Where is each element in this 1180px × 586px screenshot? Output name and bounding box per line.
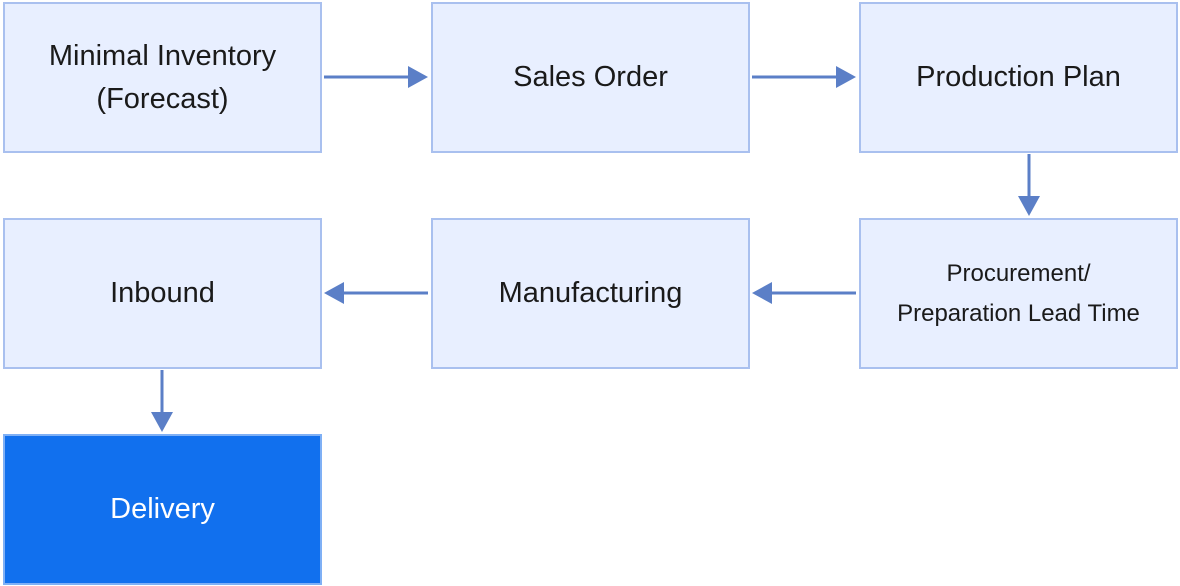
node-minimal-inventory-label: Minimal Inventory (Forecast) — [48, 39, 277, 115]
node-sales-order-label: Sales Order — [513, 61, 668, 93]
edge-sales-order-to-production-plan — [752, 66, 856, 88]
node-delivery: Delivery — [3, 434, 322, 585]
node-procurement: Procurement/ Preparation Lead Time — [859, 218, 1178, 369]
node-inbound: Inbound — [3, 218, 322, 369]
edge-manufacturing-to-inbound — [324, 282, 428, 304]
edge-minimal-inventory-to-sales-order — [324, 66, 428, 88]
edge-procurement-to-manufacturing — [752, 282, 856, 304]
node-inbound-label: Inbound — [110, 277, 215, 309]
node-manufacturing-label: Manufacturing — [498, 277, 683, 309]
node-production-plan-label: Production Plan — [916, 61, 1121, 93]
node-procurement-label: Procurement/ Preparation Lead Time — [897, 259, 1140, 327]
edge-production-plan-to-procurement — [1018, 154, 1040, 216]
node-sales-order: Sales Order — [431, 2, 750, 153]
node-delivery-label: Delivery — [110, 493, 215, 525]
node-manufacturing: Manufacturing — [431, 218, 750, 369]
node-minimal-inventory: Minimal Inventory (Forecast) — [3, 2, 322, 153]
edge-inbound-to-delivery — [151, 370, 173, 432]
node-production-plan: Production Plan — [859, 2, 1178, 153]
